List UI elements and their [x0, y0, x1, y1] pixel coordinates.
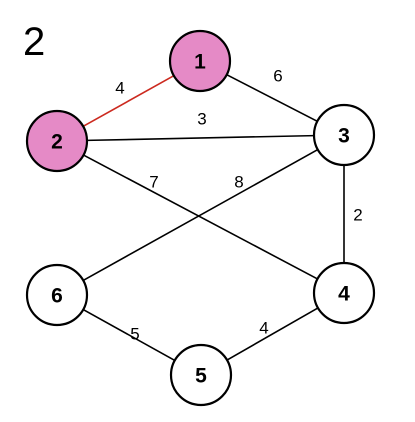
- edge-weight-1-3: 6: [273, 67, 282, 86]
- nodes-layer: 1 2 3 4 5 6: [25, 29, 376, 407]
- edge-weight-2-3: 3: [197, 110, 206, 129]
- edge-3-6: [82, 148, 319, 282]
- edge-weight-1-2: 4: [115, 79, 124, 98]
- edge-2-4: [83, 154, 318, 280]
- node-circle-2: [25, 109, 89, 173]
- node-circle-5: [169, 343, 233, 407]
- node-label-4: 4: [338, 283, 350, 306]
- node-5: 5: [169, 343, 233, 407]
- edge-weights-layer: 4 6 3 7 8 2 5 4: [115, 67, 362, 344]
- step-label: 2: [23, 20, 45, 64]
- edge-1-2: [82, 74, 175, 128]
- node-label-5: 5: [195, 365, 207, 388]
- edge-weight-2-4: 7: [149, 173, 158, 192]
- node-label-3: 3: [338, 125, 350, 148]
- node-2: 2: [25, 109, 89, 173]
- edge-weight-6-5: 5: [130, 325, 139, 344]
- node-label-1: 1: [194, 51, 206, 74]
- node-circle-3: [312, 103, 376, 167]
- edge-2-3: [86, 134, 315, 142]
- node-circle-1: [168, 29, 232, 93]
- node-label-6: 6: [51, 285, 63, 308]
- node-circle-4: [312, 261, 376, 325]
- node-4: 4: [312, 261, 376, 325]
- edge-weight-3-6: 8: [234, 173, 243, 192]
- node-3: 3: [312, 103, 376, 167]
- edge-1-3: [226, 74, 318, 122]
- edge-5-4: [226, 307, 319, 361]
- edge-weight-5-4: 4: [259, 319, 268, 338]
- edge-6-5: [82, 308, 176, 362]
- node-circle-6: [25, 263, 89, 327]
- edges-layer: [82, 74, 345, 362]
- node-1: 1: [168, 29, 232, 93]
- edge-weight-3-4: 2: [353, 206, 362, 225]
- node-label-2: 2: [51, 131, 63, 154]
- node-6: 6: [25, 263, 89, 327]
